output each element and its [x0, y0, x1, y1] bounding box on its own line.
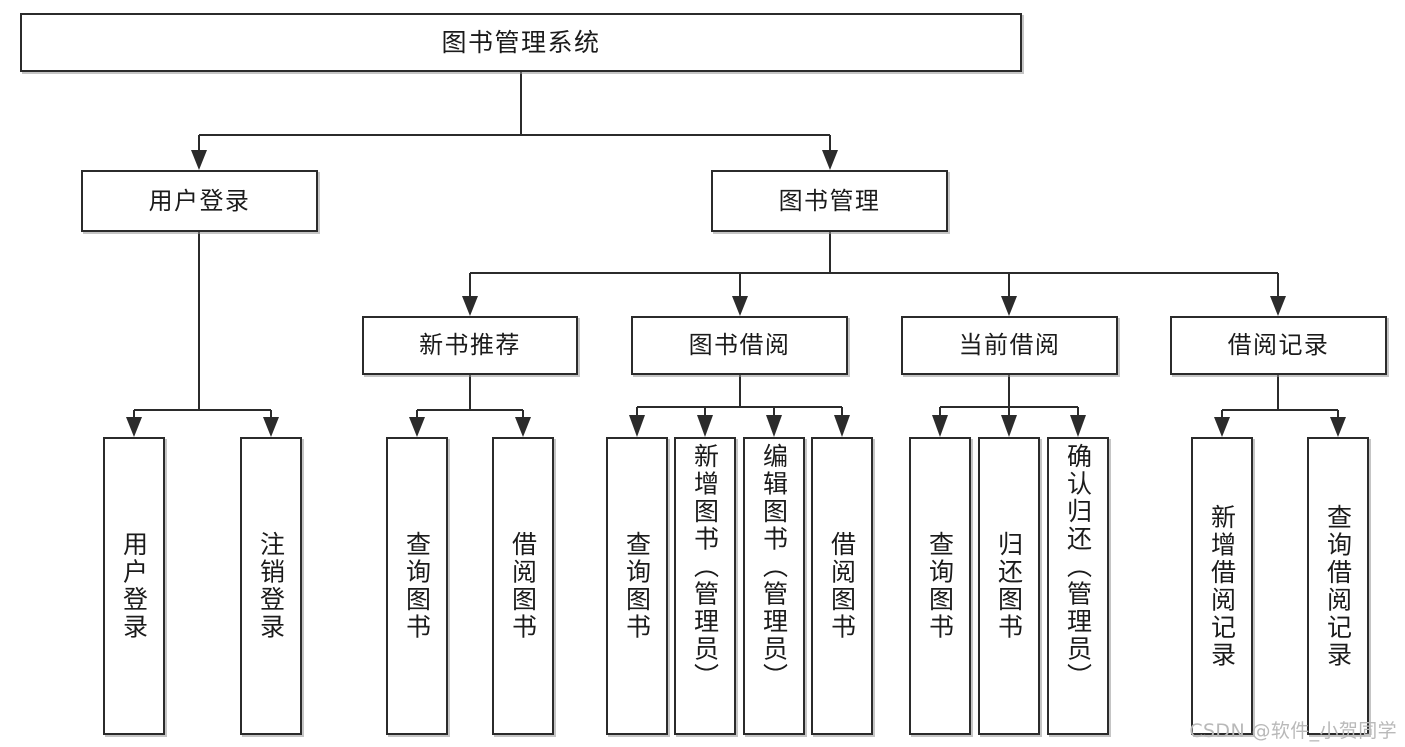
watermark-text: CSDN @软件_小贺同学	[1189, 720, 1397, 742]
node-leaf-confirm-return[interactable]: 确认归还（管理员）	[1047, 437, 1109, 735]
node-leaf-add-record-label: 新增借阅记录	[1207, 503, 1237, 669]
node-book-manage[interactable]: 图书管理	[711, 170, 948, 232]
node-leaf-borrow-book-2[interactable]: 借阅图书	[811, 437, 873, 735]
node-root[interactable]: 图书管理系统	[20, 13, 1022, 72]
node-leaf-query-book-2[interactable]: 查询图书	[606, 437, 668, 735]
node-leaf-edit-book-label: 编辑图书（管理员）	[759, 443, 789, 691]
node-leaf-query-book-3-label: 查询图书	[925, 531, 955, 641]
node-leaf-query-record-label: 查询借阅记录	[1323, 503, 1353, 669]
node-leaf-logout-login[interactable]: 注销登录	[240, 437, 302, 735]
node-leaf-query-book-1[interactable]: 查询图书	[386, 437, 448, 735]
node-leaf-borrow-book-2-label: 借阅图书	[827, 531, 857, 641]
node-book-borrow[interactable]: 图书借阅	[631, 316, 848, 375]
node-leaf-return-book[interactable]: 归还图书	[978, 437, 1040, 735]
node-user-login[interactable]: 用户登录	[81, 170, 318, 232]
node-leaf-add-book[interactable]: 新增图书（管理员）	[674, 437, 736, 735]
node-leaf-user-login[interactable]: 用户登录	[103, 437, 165, 735]
node-book-manage-label: 图书管理	[778, 186, 881, 215]
node-leaf-edit-book[interactable]: 编辑图书（管理员）	[743, 437, 805, 735]
node-leaf-logout-login-label: 注销登录	[256, 531, 286, 641]
node-new-book-recommend[interactable]: 新书推荐	[362, 316, 578, 375]
node-leaf-return-book-label: 归还图书	[994, 531, 1024, 641]
node-leaf-add-record[interactable]: 新增借阅记录	[1191, 437, 1253, 735]
node-leaf-user-login-label: 用户登录	[119, 531, 149, 641]
node-leaf-query-book-1-label: 查询图书	[402, 531, 432, 641]
node-borrow-record[interactable]: 借阅记录	[1170, 316, 1387, 375]
node-user-login-label: 用户登录	[148, 186, 251, 215]
node-leaf-confirm-return-label: 确认归还（管理员）	[1063, 443, 1093, 691]
node-leaf-query-record[interactable]: 查询借阅记录	[1307, 437, 1369, 735]
node-current-borrow-label: 当前借阅	[958, 331, 1061, 360]
node-book-borrow-label: 图书借阅	[688, 331, 791, 360]
node-root-label: 图书管理系统	[441, 27, 601, 57]
node-leaf-query-book-3[interactable]: 查询图书	[909, 437, 971, 735]
node-leaf-borrow-book-1[interactable]: 借阅图书	[492, 437, 554, 735]
node-current-borrow[interactable]: 当前借阅	[901, 316, 1118, 375]
node-leaf-borrow-book-1-label: 借阅图书	[508, 531, 538, 641]
node-new-book-recommend-label: 新书推荐	[419, 331, 521, 360]
node-leaf-query-book-2-label: 查询图书	[622, 531, 652, 641]
node-borrow-record-label: 借阅记录	[1227, 331, 1330, 360]
node-leaf-add-book-label: 新增图书（管理员）	[690, 443, 720, 691]
